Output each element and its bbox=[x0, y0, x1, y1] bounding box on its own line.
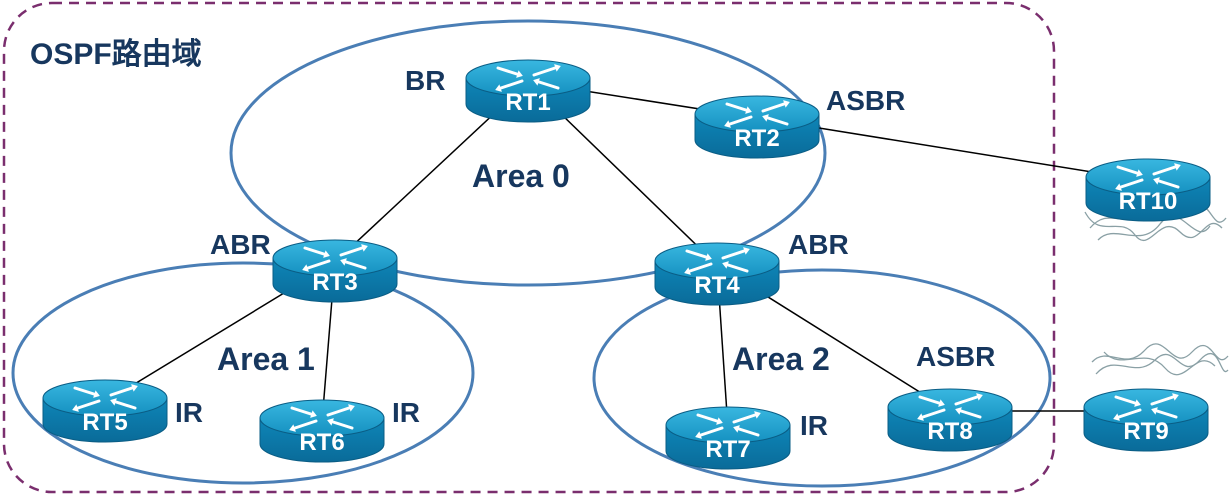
role-label-rt6: IR bbox=[392, 397, 420, 428]
router-icon bbox=[684, 247, 750, 275]
domain-title: OSPF路由域 bbox=[30, 38, 202, 71]
ospf-domain-boundary bbox=[2, 1, 1056, 494]
router-rt5: RT5 bbox=[42, 379, 168, 443]
role-label-rt5: IR bbox=[175, 397, 203, 428]
router-icon bbox=[495, 64, 561, 92]
router-rt2: RT2 bbox=[694, 95, 820, 159]
router-label: RT4 bbox=[694, 272, 740, 299]
role-label-rt1: BR bbox=[405, 65, 445, 96]
role-label-rt3: ABR bbox=[210, 229, 271, 260]
router-icon bbox=[695, 411, 761, 439]
cloud-network-icon bbox=[1091, 343, 1229, 376]
router-rt4: RT4 bbox=[654, 242, 780, 306]
role-label-rt8: ASBR bbox=[916, 341, 995, 372]
router-label: RT2 bbox=[734, 125, 779, 152]
area-0-label: Area 0 bbox=[472, 158, 570, 194]
router-icon bbox=[72, 384, 138, 412]
router-label: RT6 bbox=[299, 429, 344, 456]
router-label: RT8 bbox=[927, 418, 972, 445]
router-label: RT5 bbox=[82, 409, 127, 436]
role-label-rt4: ABR bbox=[788, 229, 849, 260]
router-icon bbox=[917, 393, 983, 421]
router-rt10: RT10 bbox=[1085, 158, 1211, 222]
router-icon bbox=[302, 244, 368, 272]
router-icon bbox=[724, 100, 790, 128]
router-label: RT1 bbox=[505, 89, 550, 116]
router-rt9: RT9 bbox=[1083, 388, 1209, 452]
area-2-boundary bbox=[592, 268, 1052, 488]
router-icon bbox=[1113, 393, 1179, 421]
role-label-rt2: ASBR bbox=[826, 85, 905, 116]
router-label: RT3 bbox=[312, 269, 357, 296]
area-1-label: Area 1 bbox=[217, 341, 315, 377]
router-icon bbox=[1115, 163, 1181, 191]
router-rt6: RT6 bbox=[259, 399, 385, 463]
router-rt7: RT7 bbox=[665, 406, 791, 470]
area-1-boundary bbox=[11, 261, 475, 485]
router-rt3: RT3 bbox=[272, 239, 398, 303]
router-label: RT10 bbox=[1119, 188, 1178, 215]
router-icon bbox=[289, 404, 355, 432]
router-rt1: RT1 bbox=[465, 59, 591, 123]
area-0-boundary bbox=[229, 19, 827, 287]
router-label: RT9 bbox=[1123, 418, 1168, 445]
router-label: RT7 bbox=[705, 436, 750, 463]
role-label-rt7: IR bbox=[800, 410, 828, 441]
link-rt2-rt10 bbox=[756, 117, 1149, 182]
area-2-label: Area 2 bbox=[732, 341, 830, 377]
router-rt8: RT8 bbox=[887, 388, 1013, 452]
